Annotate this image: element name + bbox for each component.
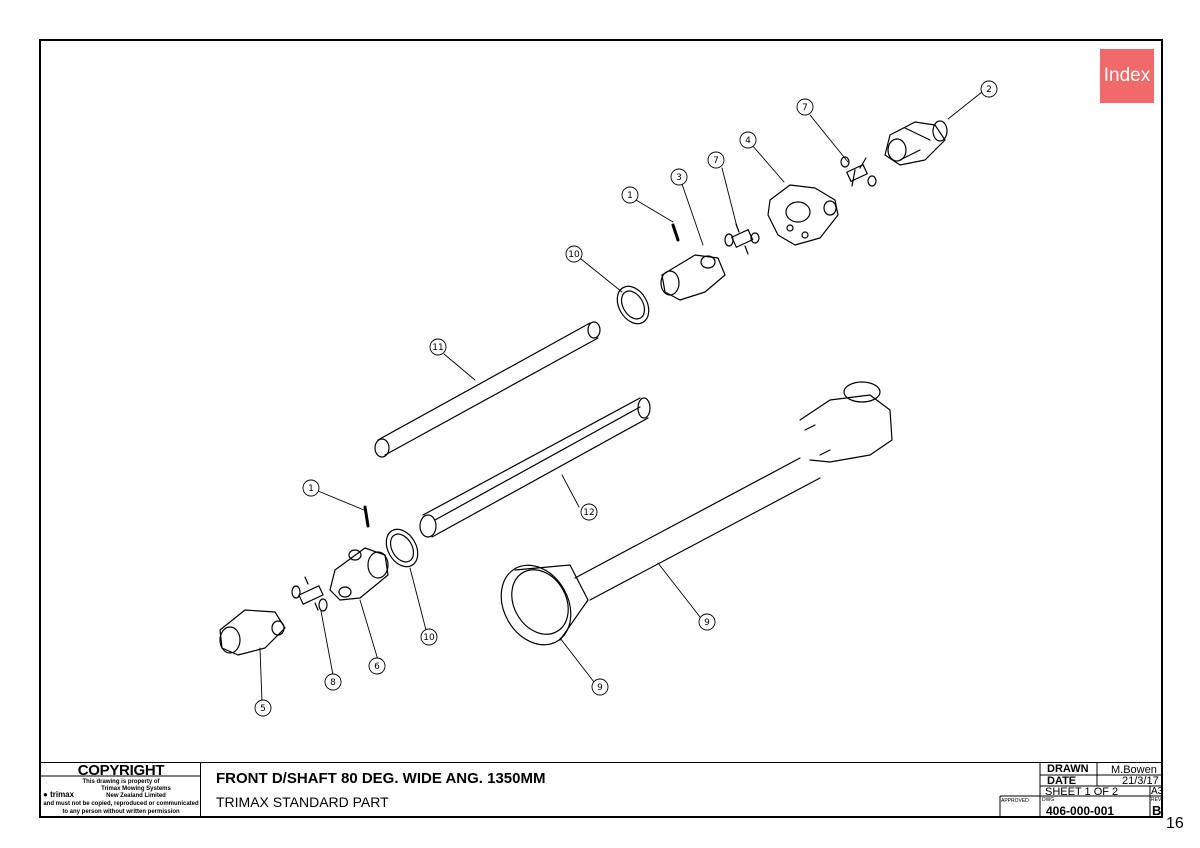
page-number: 16 (1166, 815, 1184, 832)
copyright-line: This drawing is property of (82, 779, 160, 785)
rev-value: B (1152, 803, 1162, 818)
balloon-7-middle (707, 151, 725, 169)
part-7-cross-upper (840, 156, 877, 187)
balloon-label: 8 (330, 678, 336, 688)
drawn-value: M.Bowen (1111, 764, 1157, 776)
balloon-label: 7 (713, 156, 719, 166)
sheet-label: SHEET 1 OF 2 (1045, 786, 1119, 798)
part-4-centre-housing (767, 184, 839, 246)
part-10-ring-lower (385, 528, 419, 568)
balloon-label: 10 (568, 250, 580, 260)
dwg-label: DWG (1042, 797, 1055, 803)
drawing-title: FRONT D/SHAFT 80 DEG. WIDE ANG. 1350MM (216, 770, 546, 787)
balloon-label: 9 (704, 618, 710, 628)
balloon-9-upper (698, 613, 716, 631)
leader-lines (259, 91, 983, 703)
balloon-2 (980, 80, 998, 98)
date-value: 21/3/17 (1122, 775, 1159, 787)
drawn-label: DRAWN (1047, 763, 1089, 775)
balloon-11 (429, 338, 447, 356)
balloon-10-upper (565, 245, 583, 263)
part-11-tube (374, 321, 601, 458)
balloon-10-lower (420, 628, 438, 646)
part-7-cross-middle (724, 223, 760, 255)
balloon-1-lower (302, 479, 320, 497)
balloon-label: 3 (676, 173, 682, 183)
part-12-tube (419, 397, 651, 538)
rev-label: REV (1151, 797, 1162, 803)
trimax-logo: ● trimax (43, 790, 75, 799)
balloon-label: 7 (802, 103, 808, 113)
balloon-label: 1 (627, 191, 633, 201)
date-label: DATE (1047, 775, 1077, 787)
index-button[interactable]: Index (1100, 49, 1154, 103)
copyright-line: New Zealand Limited (106, 793, 166, 799)
part-2-yoke (884, 120, 948, 166)
part-1-pin-lower (363, 505, 370, 528)
balloon-6 (368, 657, 386, 675)
logo-text: trimax (50, 790, 75, 799)
drawing-border (39, 39, 1163, 818)
balloon-label: 5 (260, 704, 266, 714)
balloon-label: 6 (374, 662, 380, 672)
balloon-9-lower (591, 678, 609, 696)
balloon-label: 12 (583, 508, 594, 518)
part-1-pin-upper (671, 223, 680, 242)
balloon-label: 9 (597, 683, 603, 693)
drawing-subtitle: TRIMAX STANDARD PART (216, 794, 389, 810)
title-block: COPYRIGHT This drawing is property of Tr… (41, 762, 1164, 818)
copyright-line: Trimax Mowing Systems (101, 786, 171, 792)
balloon-4 (739, 131, 757, 149)
balloon-label: 2 (986, 85, 992, 95)
balloon-label: 4 (745, 136, 751, 146)
title-block-grid (41, 762, 1161, 817)
part-10-ring-upper (616, 285, 650, 325)
copyright-title: COPYRIGHT (77, 762, 165, 779)
balloon-8 (324, 673, 342, 691)
part-8-cross (291, 576, 328, 612)
sheet-size: A3 (1151, 786, 1164, 797)
copyright-line: and must not be copied, reproduced or co… (43, 801, 199, 807)
balloon-label: 1 (308, 484, 314, 494)
balloon-7-upper (796, 98, 814, 116)
copyright-line: to any person without written permission (62, 809, 180, 815)
approved-label: APPROVED (1001, 798, 1029, 804)
balloon-1-upper (621, 186, 639, 204)
part-3-yoke (660, 254, 726, 301)
part-6-yoke (329, 547, 389, 601)
item-balloons (254, 80, 998, 717)
balloon-12 (580, 503, 598, 521)
balloon-3 (670, 168, 688, 186)
dwg-number: 406-000-001 (1046, 804, 1115, 818)
part-9-guard (500, 381, 893, 646)
balloon-label: 10 (423, 633, 435, 643)
part-5-yoke (219, 609, 286, 656)
balloon-label: 11 (432, 343, 443, 353)
balloon-5 (254, 699, 272, 717)
title-block-divider (200, 763, 201, 818)
